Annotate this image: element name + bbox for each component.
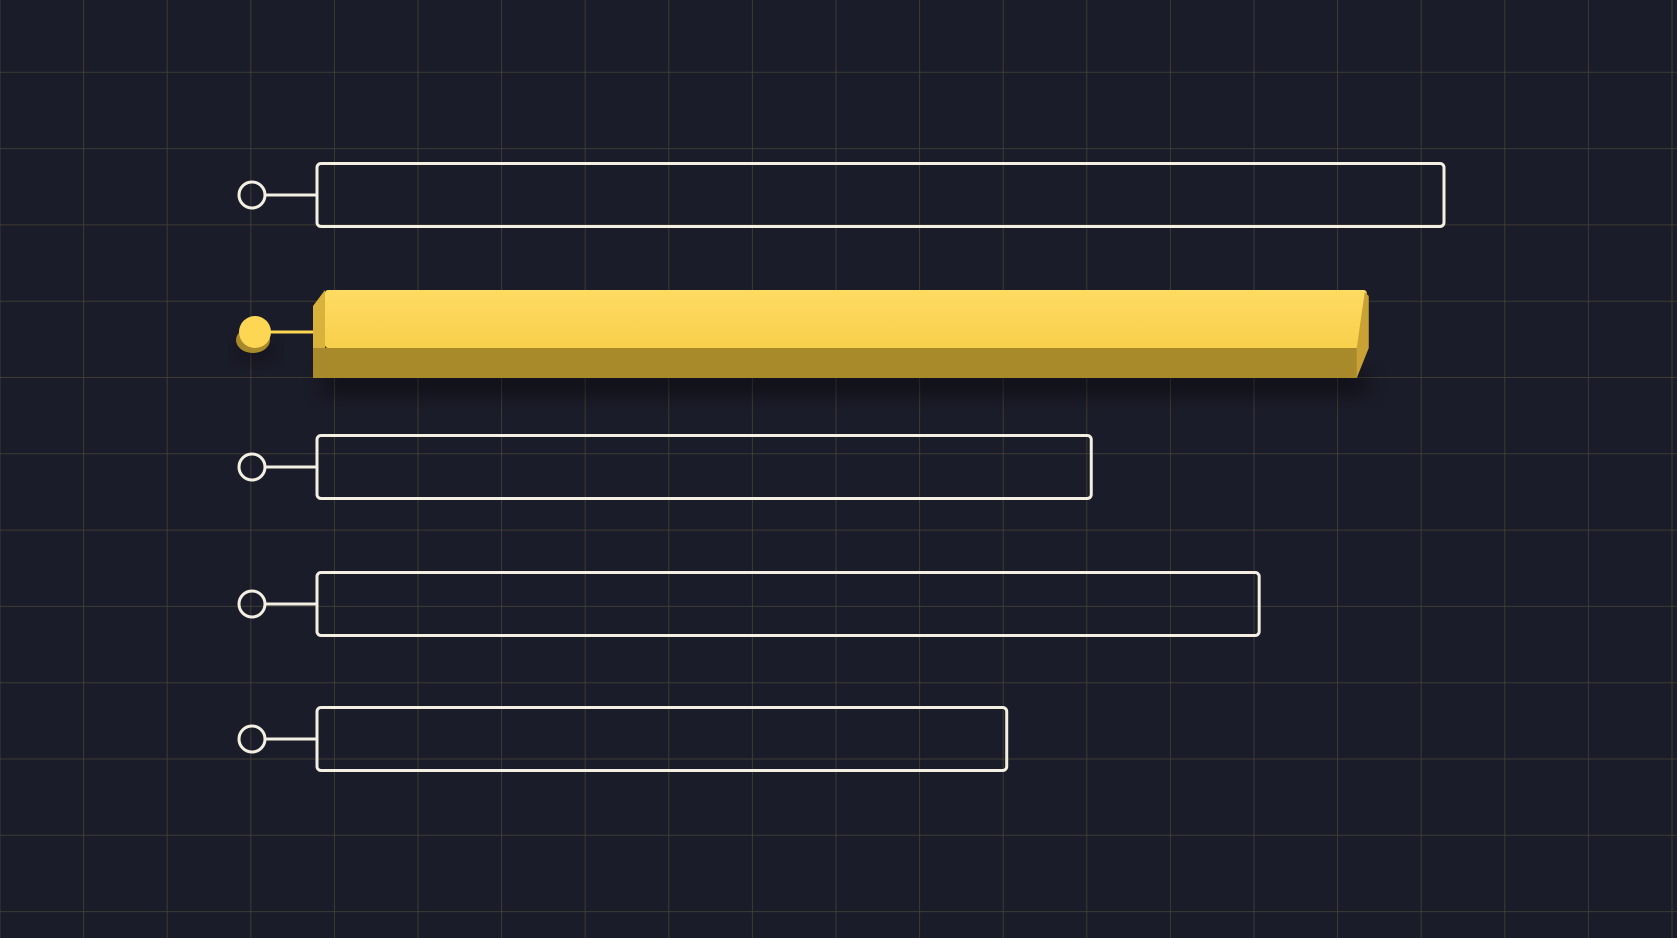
- marker-circle-icon: [237, 724, 267, 754]
- bar-4: [237, 571, 1261, 637]
- bar-2: [236, 290, 1369, 394]
- marker-circle-icon: [237, 589, 267, 619]
- bar-outline: [315, 706, 1009, 772]
- bar-outline: [315, 162, 1446, 228]
- bar-end-cap: [1356, 292, 1369, 378]
- bar-top-face: [325, 290, 1367, 348]
- bar-5: [237, 706, 1009, 772]
- bars-group: [236, 162, 1446, 772]
- bar-bottom-face: [313, 348, 1367, 378]
- marker-circle-icon: [237, 452, 267, 482]
- bar-3: [237, 434, 1093, 500]
- bar-outline: [315, 434, 1093, 500]
- marker-filled-icon: [239, 316, 271, 348]
- bar-1: [237, 162, 1446, 228]
- marker-circle-icon: [237, 180, 267, 210]
- bar-outline: [315, 571, 1261, 637]
